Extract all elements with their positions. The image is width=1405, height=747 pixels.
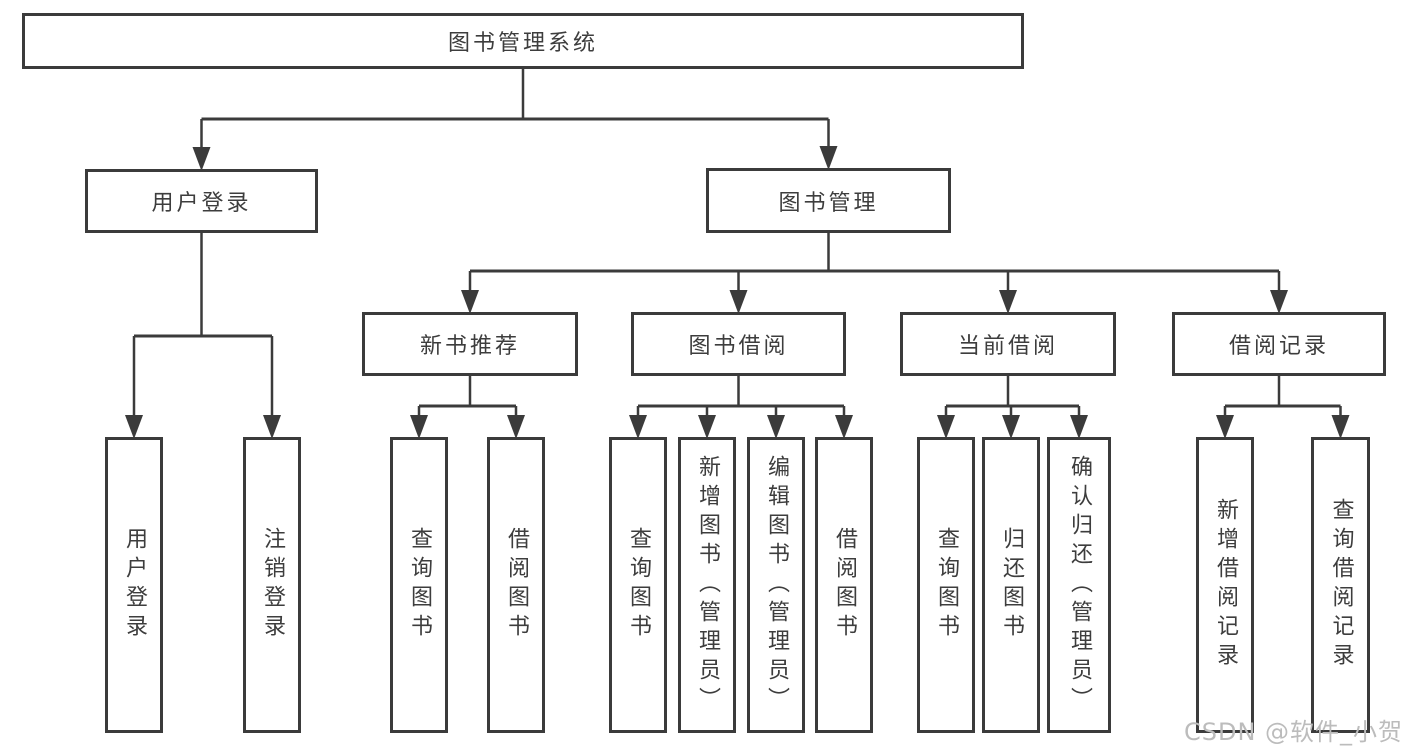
arrowhead-icon: [819, 146, 838, 170]
arrowhead-icon: [1002, 415, 1020, 439]
node-leaf-logout: 注销登录: [243, 437, 301, 733]
node-new-book-rec: 新书推荐: [362, 312, 578, 376]
node-leaf-user-login: 用户登录: [105, 437, 163, 733]
node-user-login: 用户登录: [85, 169, 318, 233]
arrowhead-icon: [698, 415, 716, 439]
node-book-mgmt: 图书管理: [706, 168, 951, 233]
arrowhead-icon: [767, 415, 785, 439]
node-leaf-query-book-1: 查询图书: [390, 437, 448, 733]
node-leaf-query-book-3: 查询图书: [917, 437, 975, 733]
arrowhead-icon: [835, 415, 853, 439]
arrowhead-icon: [1331, 415, 1350, 439]
node-leaf-borrow-book-1: 借阅图书: [487, 437, 545, 733]
node-book-borrow: 图书借阅: [631, 312, 846, 376]
node-leaf-add-borrow-record: 新增借阅记录: [1196, 437, 1254, 733]
node-leaf-confirm-return: 确认归还（管理员）: [1047, 437, 1111, 733]
arrowhead-icon: [125, 415, 143, 439]
arrowhead-icon: [192, 147, 211, 171]
arrowhead-icon: [629, 415, 647, 439]
node-leaf-add-book: 新增图书（管理员）: [678, 437, 736, 733]
arrowhead-icon: [1070, 415, 1088, 439]
arrowhead-icon: [461, 290, 479, 314]
node-leaf-edit-book: 编辑图书（管理员）: [747, 437, 805, 733]
watermark-text: CSDN @软件_小贺同学: [1184, 718, 1405, 746]
arrowhead-icon: [1270, 290, 1288, 314]
arrowhead-icon: [263, 415, 281, 439]
arrowhead-icon: [1216, 415, 1234, 439]
arrowhead-icon: [937, 415, 955, 439]
node-borrow-records: 借阅记录: [1172, 312, 1386, 376]
node-current-borrow: 当前借阅: [900, 312, 1116, 376]
arrowhead-icon: [999, 290, 1017, 314]
node-leaf-query-book-2: 查询图书: [609, 437, 667, 733]
node-root: 图书管理系统: [22, 13, 1024, 69]
node-leaf-query-borrow-record: 查询借阅记录: [1311, 437, 1370, 733]
node-leaf-return-book: 归还图书: [982, 437, 1040, 733]
arrowhead-icon: [410, 415, 428, 439]
arrowhead-icon: [729, 290, 748, 314]
node-leaf-borrow-book-2: 借阅图书: [815, 437, 873, 733]
arrowhead-icon: [507, 415, 525, 439]
